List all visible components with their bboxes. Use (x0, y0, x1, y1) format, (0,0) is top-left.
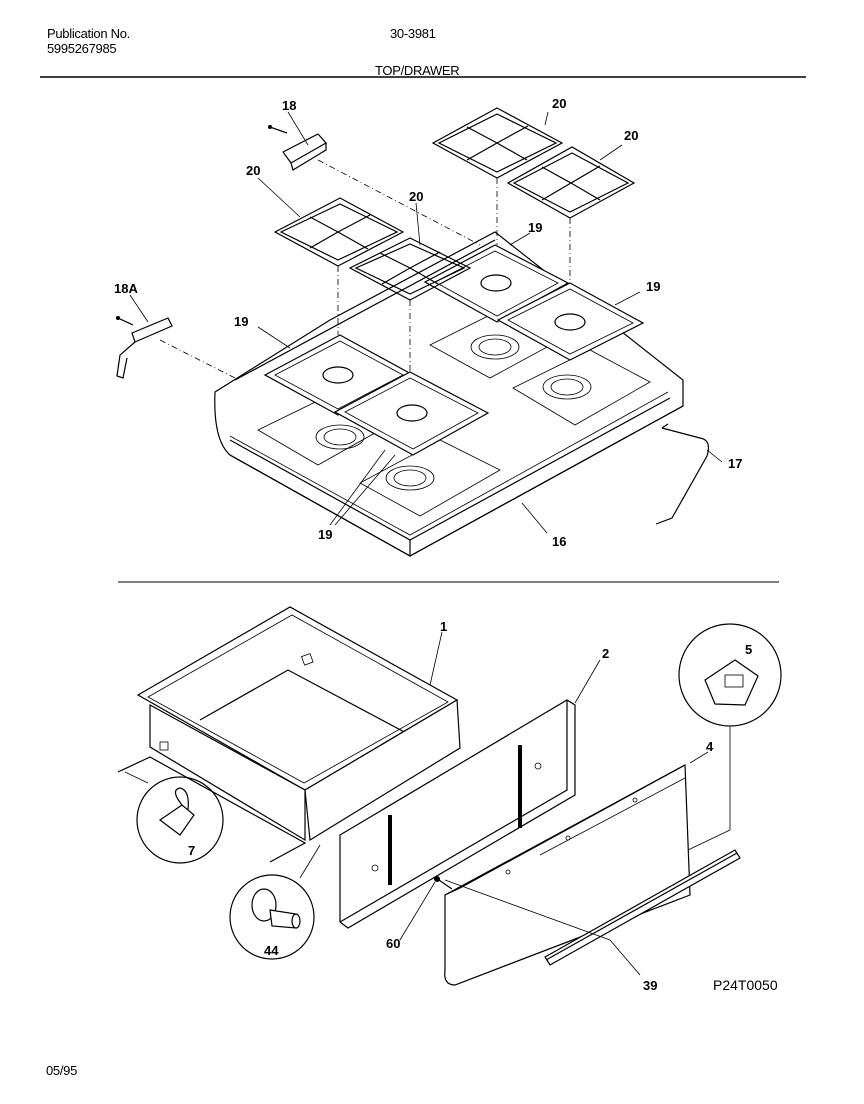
section-title: TOP/DRAWER (375, 63, 460, 78)
callout-18: 18 (282, 98, 296, 113)
callout-44: 44 (264, 943, 279, 958)
callout-1: 1 (440, 619, 447, 634)
publication-number: 5995267985 (47, 41, 117, 56)
leader-lines (124, 111, 731, 976)
callout-17: 17 (728, 456, 742, 471)
part-17-wire (655, 423, 710, 525)
callout-16: 16 (552, 534, 566, 549)
callout-20-top: 20 (552, 96, 566, 111)
burner-pans (263, 244, 645, 456)
callout-7: 7 (188, 843, 195, 858)
callout-20-left: 20 (246, 163, 260, 178)
burner-grates (273, 107, 636, 301)
alignment-lines (159, 159, 571, 379)
callout-39: 39 (643, 978, 657, 993)
callout-2: 2 (602, 646, 609, 661)
callout-18a: 18A (114, 281, 138, 296)
detail-circle-part-44 (229, 874, 315, 960)
callout-19-right: 19 (646, 279, 660, 294)
callout-20-right: 20 (624, 128, 638, 143)
callout-4: 4 (706, 739, 714, 754)
drawer-handle (544, 849, 741, 966)
callout-20-center: 20 (409, 189, 423, 204)
screw-part-60 (434, 876, 453, 890)
print-date: 05/95 (46, 1063, 78, 1078)
burner-rings (315, 334, 592, 491)
diagram-code: P24T0050 (713, 977, 778, 993)
drawer-box (117, 606, 461, 863)
callout-19-front: 19 (318, 527, 332, 542)
publication-label: Publication No. (47, 26, 130, 41)
part-18-bracket (268, 125, 327, 171)
callout-labels: 18 18A 20 20 20 20 19 19 19 19 17 16 1 2… (114, 96, 778, 993)
drawer-front-panel (339, 699, 576, 929)
callout-60: 60 (386, 936, 400, 951)
callout-19-left: 19 (234, 314, 248, 329)
detail-circle-part-7 (136, 776, 224, 864)
part-18a-bracket (116, 316, 173, 379)
callout-5: 5 (745, 642, 752, 657)
callout-19-rear: 19 (528, 220, 542, 235)
model-number: 30-3981 (390, 26, 436, 41)
detail-circle-part-5 (678, 623, 782, 727)
